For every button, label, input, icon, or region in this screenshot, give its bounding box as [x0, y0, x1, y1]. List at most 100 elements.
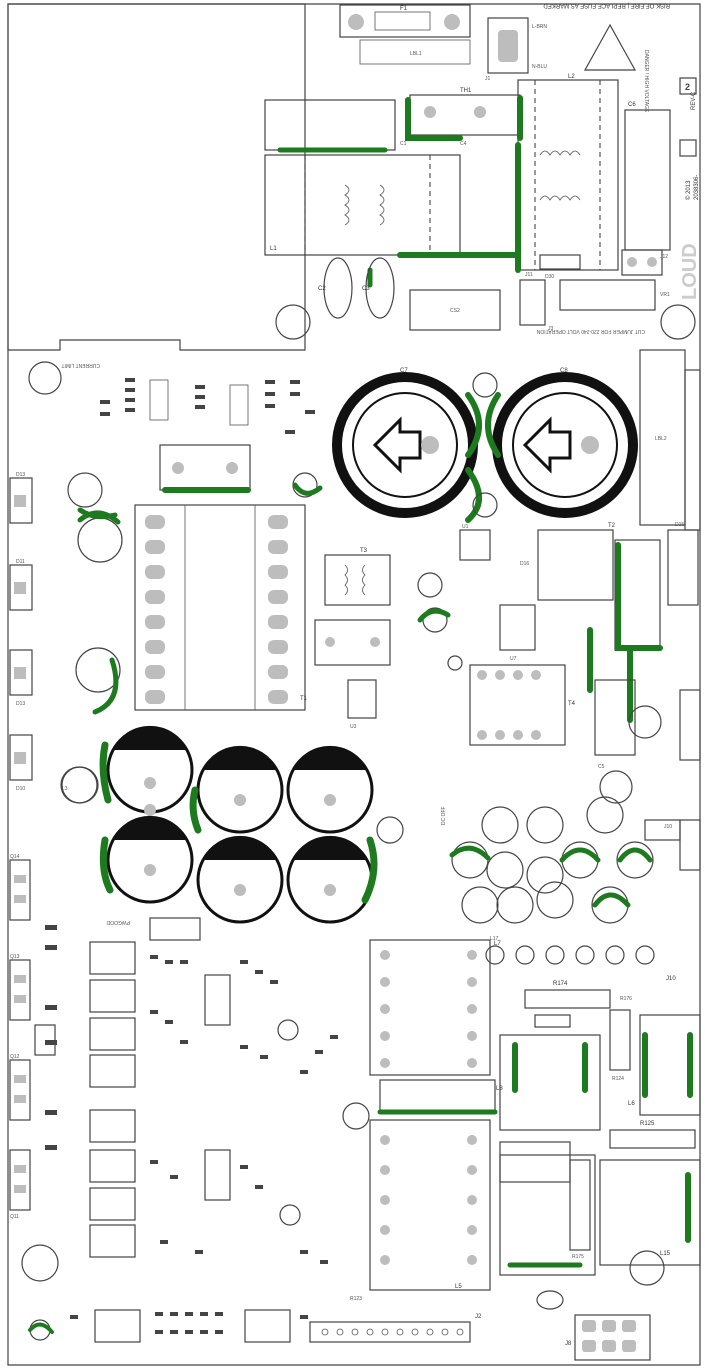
heatsink-outline — [7, 3, 306, 351]
d30-box — [539, 254, 581, 270]
mount-hole — [660, 304, 696, 340]
smd-cluster-control — [45, 925, 338, 1264]
c10-box — [314, 619, 391, 666]
d16-label: D16 — [520, 561, 529, 567]
pad — [325, 637, 335, 647]
pad — [627, 257, 637, 267]
cap-small — [279, 1204, 301, 1226]
part-number: 2038306- — [694, 175, 700, 200]
ic-u13 — [244, 1309, 291, 1343]
l15-label: L15 — [660, 1251, 671, 1257]
d12-label: D13 — [16, 472, 25, 478]
transformer-t4 — [469, 664, 566, 746]
mosfet-column — [89, 941, 136, 1258]
r125-label: R125 — [640, 1121, 655, 1127]
fuse-body — [374, 11, 431, 31]
l7-label: L7 — [494, 941, 501, 947]
l2-label: L2 — [568, 74, 575, 80]
trace — [99, 836, 114, 894]
vr1-box — [559, 279, 656, 311]
cap-small — [417, 572, 443, 598]
trace — [92, 657, 119, 715]
cap-round — [67, 472, 103, 508]
c6-box — [624, 109, 671, 251]
filter-box-l1 — [264, 154, 461, 256]
transformer-t3 — [324, 554, 391, 606]
trace — [417, 608, 451, 623]
fuse-label: F1 — [400, 6, 408, 12]
q14-label: Q14 — [10, 854, 20, 860]
d11-label: D11 — [16, 559, 25, 565]
r176-label: R176 — [620, 996, 632, 1002]
rev-box — [679, 77, 697, 95]
c4-label: C4 — [460, 141, 467, 147]
cap-c2 — [323, 257, 353, 319]
pad-ring — [472, 492, 498, 518]
j12-box — [621, 249, 663, 276]
j8-pins — [582, 1320, 636, 1352]
fuse-warning: RISK OF FIRE | REPLACE FUSE AS MARKED — [543, 2, 670, 8]
smd-cluster-top — [100, 378, 315, 434]
copyright: © 2013 — [685, 180, 692, 200]
q12-label: Q12 — [10, 1054, 20, 1060]
cap-c7: C7 — [332, 368, 478, 518]
transformer-t2 — [537, 529, 614, 601]
j12-label: J12 — [660, 254, 668, 260]
trace — [615, 542, 663, 651]
t1-pins — [145, 515, 288, 704]
l17-label: L17 — [490, 936, 499, 942]
t3-label: T3 — [360, 548, 368, 554]
cap-box — [499, 1154, 596, 1276]
t1-divider — [184, 505, 256, 710]
ic-u5 — [94, 1309, 141, 1343]
u3-box — [347, 679, 377, 719]
l2-dash — [534, 80, 601, 270]
d13-label: D13 — [16, 701, 25, 707]
ic-u6 — [149, 917, 201, 941]
trace — [592, 892, 631, 908]
inductor-l8 — [499, 1034, 601, 1131]
t2-label: T2 — [608, 523, 616, 529]
trace — [465, 392, 501, 458]
l5-pins — [380, 1135, 477, 1265]
mount-hole — [599, 770, 633, 804]
coil — [539, 150, 581, 156]
u7-box — [499, 604, 536, 651]
r174-label: R174 — [553, 981, 568, 987]
c139-box — [614, 539, 661, 651]
ic-u11 — [204, 1149, 231, 1201]
c6-label: C6 — [628, 102, 636, 108]
trace — [292, 482, 323, 496]
dc-off-label: DC OFF — [441, 806, 447, 825]
l6-label: L6 — [628, 1101, 635, 1107]
cap-small — [277, 1019, 299, 1041]
q11-label: Q11 — [10, 1214, 19, 1220]
d30-label: D30 — [545, 274, 554, 280]
t4-pins — [477, 670, 541, 740]
trace — [512, 1042, 588, 1093]
mount-hole — [275, 304, 311, 340]
l7-pins — [380, 950, 477, 1068]
connector-pin — [498, 30, 518, 62]
inductor-l7 — [369, 939, 491, 1076]
j8-label: J8 — [565, 1341, 572, 1347]
j1-label: J1 — [485, 76, 491, 82]
inductor-l6 — [639, 1014, 701, 1116]
lbl1-box — [359, 39, 471, 65]
cap-c3 — [365, 257, 395, 319]
rev-box — [679, 139, 697, 157]
transformer-t1 — [134, 504, 306, 711]
trace — [99, 741, 112, 804]
danger-triangle — [583, 23, 637, 71]
trace — [405, 97, 463, 141]
coil — [344, 564, 348, 596]
trace — [449, 845, 491, 861]
brand-logo: LOUD — [679, 243, 701, 300]
j10-label: J10 — [666, 976, 676, 982]
d15-label: D15 — [675, 522, 684, 528]
j2-pins — [321, 1328, 464, 1336]
ic-u7-label: U7 — [510, 656, 517, 662]
trace — [642, 1032, 693, 1098]
right-conn — [679, 819, 701, 871]
